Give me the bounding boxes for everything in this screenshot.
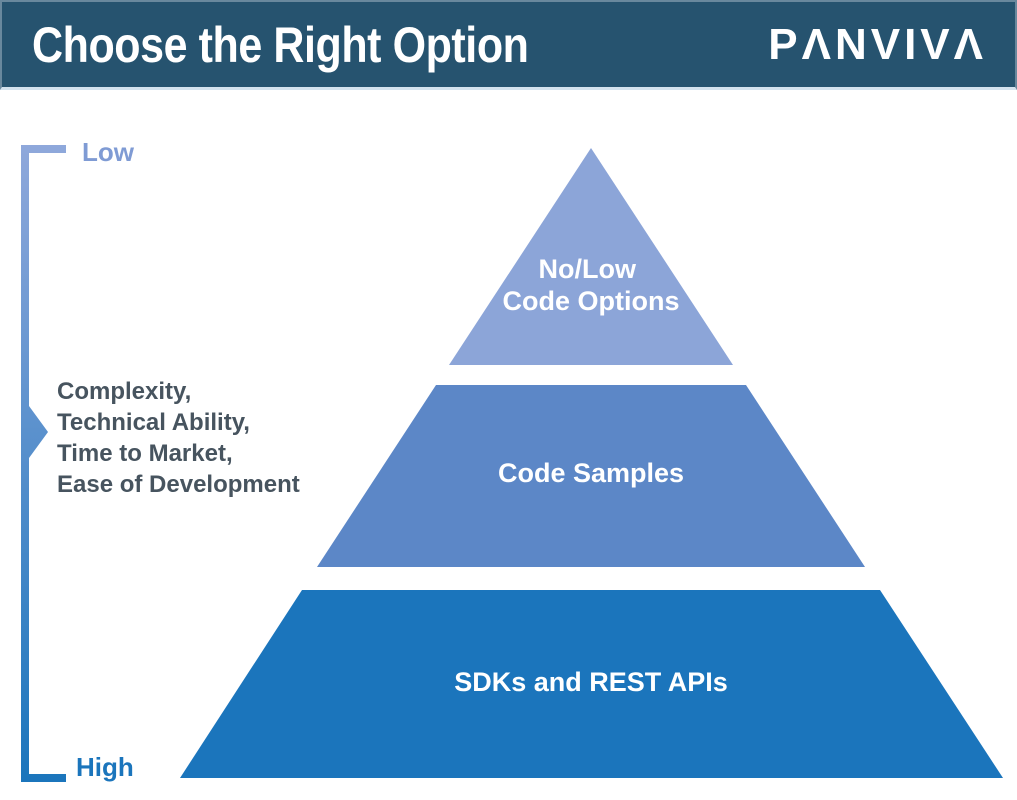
axis-bracket bbox=[21, 145, 66, 782]
high-label: High bbox=[76, 752, 134, 782]
page-title: Choose the Right Option bbox=[32, 16, 529, 73]
factors-text: Complexity, Technical Ability, Time to M… bbox=[57, 376, 347, 500]
tier-code-samples-label: Code Samples bbox=[498, 458, 684, 488]
tier-no-low-code-options-label: No/Low Code Options bbox=[503, 254, 680, 316]
header-bar: Choose the Right Option PΛNVIVΛ bbox=[0, 0, 1017, 90]
tier-code-samples bbox=[317, 385, 865, 567]
bracket-top-tick bbox=[21, 145, 66, 153]
low-label: Low bbox=[82, 137, 134, 167]
tier-no-low-code-options bbox=[449, 148, 733, 365]
panviva-logo: PΛNVIVΛ bbox=[768, 19, 987, 69]
factor-line-ease-of-development: Ease of Development bbox=[57, 471, 300, 498]
tier-sdks-and-rest-apis-label: SDKs and REST APIs bbox=[454, 667, 728, 697]
factor-line-complexity: Complexity, bbox=[57, 378, 192, 405]
factor-line-technical-ability: Technical Ability, bbox=[57, 409, 250, 436]
bracket-bottom-tick bbox=[21, 774, 66, 782]
tier-sdks-and-rest-apis bbox=[180, 590, 1003, 778]
bracket-arrow bbox=[29, 406, 48, 458]
bracket-bar bbox=[21, 145, 29, 782]
factor-line-time-to-market: Time to Market, bbox=[57, 440, 233, 467]
